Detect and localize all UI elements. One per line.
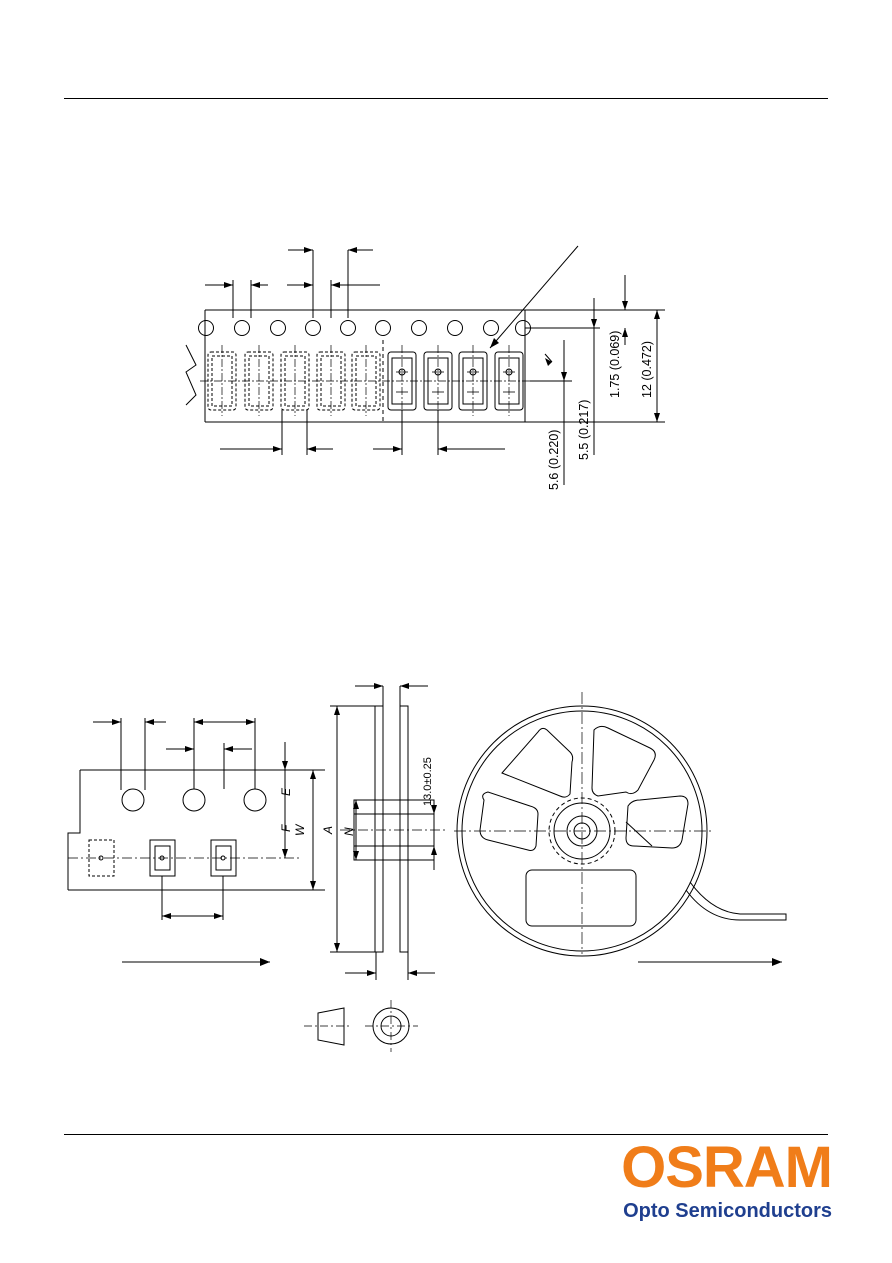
label-hub-diameter: 13.0±0.25 [422,757,434,806]
label-w: W [293,823,307,836]
label-n: N [342,827,356,836]
dim-width-12: 12 (0.472) [640,341,654,398]
label-f: F [279,824,293,832]
footer-rule [64,1134,828,1135]
label-e: E [279,787,293,796]
header-rule [64,98,828,99]
brand-wordmark: OSRAM [621,1135,833,1200]
dim-5-5: 5.5 (0.217) [577,400,591,460]
brand-tagline: Opto Semiconductors [623,1200,832,1222]
dim-pitch-1-75: 1.75 (0.069) [608,331,622,398]
label-a: A [321,826,335,835]
osram-logo: OSRAM Opto Semiconductors [600,1138,836,1228]
dim-5-6: 5.6 (0.220) [547,430,561,490]
